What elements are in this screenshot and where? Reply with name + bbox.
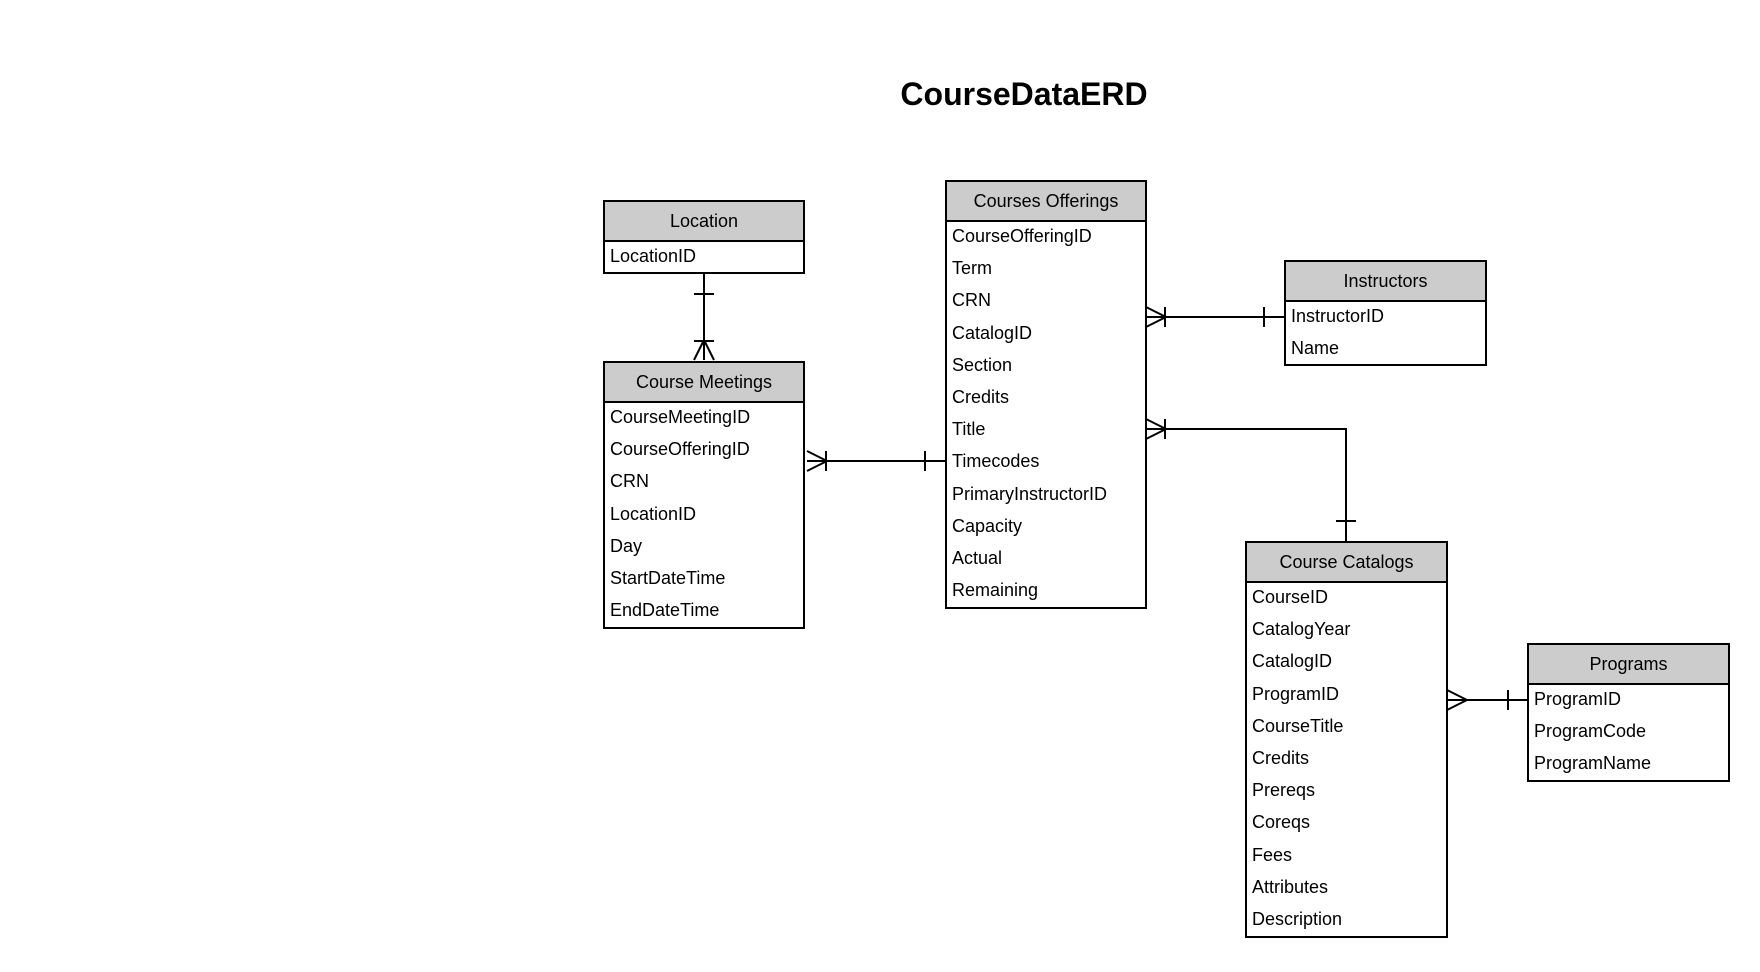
field-credits: Credits	[1252, 747, 1310, 768]
entity-course-meetings[interactable]: Course Meetings CourseMeetingID CourseOf…	[603, 361, 805, 629]
field-coreqs: Coreqs	[1252, 812, 1311, 833]
field-program-code: ProgramCode	[1534, 721, 1647, 742]
entity-header-course-catalogs: Course Catalogs	[1247, 543, 1446, 583]
field-location-id: LocationID	[610, 246, 697, 266]
entity-header-programs: Programs	[1529, 645, 1728, 685]
entity-header-instructors: Instructors	[1286, 262, 1485, 302]
rel-location-meetings	[693, 274, 715, 361]
field-location-id: LocationID	[610, 503, 697, 524]
field-program-id: ProgramID	[1252, 683, 1340, 704]
field-primary-instructor-id: PrimaryInstructorID	[952, 483, 1108, 504]
field-course-offering-id: CourseOfferingID	[610, 439, 750, 460]
entity-instructors[interactable]: Instructors InstructorID Name	[1284, 260, 1487, 366]
rel-meetings-offerings	[806, 450, 945, 472]
field-instructor-id: InstructorID	[1291, 306, 1385, 326]
entity-programs[interactable]: Programs ProgramID ProgramCode ProgramNa…	[1527, 643, 1730, 782]
field-timecodes: Timecodes	[952, 451, 1040, 472]
field-course-meeting-id: CourseMeetingID	[610, 407, 751, 427]
entity-location[interactable]: Location LocationID	[603, 200, 805, 274]
field-course-offering-id: CourseOfferingID	[952, 226, 1092, 246]
rel-offerings-instructors	[1145, 306, 1284, 328]
field-section: Section	[952, 354, 1013, 375]
entity-header-courses-offerings: Courses Offerings	[947, 182, 1145, 222]
field-capacity: Capacity	[952, 515, 1023, 536]
field-description: Description	[1252, 908, 1343, 929]
diagram-title: CourseDataERD	[900, 76, 1148, 112]
entity-courses-offerings[interactable]: Courses Offerings CourseOfferingID Term …	[945, 180, 1147, 609]
field-day: Day	[610, 535, 643, 556]
field-start-date-time: StartDateTime	[610, 567, 726, 588]
field-course-title: CourseTitle	[1252, 715, 1344, 736]
rel-catalogs-programs	[1446, 689, 1528, 711]
field-course-id: CourseID	[1252, 587, 1329, 607]
field-remaining: Remaining	[952, 580, 1039, 601]
field-term: Term	[952, 258, 992, 279]
rel-offerings-catalogs	[1145, 418, 1356, 543]
entity-header-course-meetings: Course Meetings	[605, 363, 803, 403]
field-end-date-time: EndDateTime	[610, 600, 720, 621]
field-title: Title	[952, 419, 986, 440]
entity-course-catalogs[interactable]: Course Catalogs CourseID CatalogYear Cat…	[1245, 541, 1448, 938]
entity-header-location: Location	[605, 202, 803, 242]
field-actual: Actual	[952, 547, 1003, 568]
field-catalog-id: CatalogID	[952, 322, 1033, 343]
field-crn: CRN	[952, 290, 991, 311]
field-fees: Fees	[1252, 844, 1293, 865]
field-program-name: ProgramName	[1534, 753, 1652, 774]
field-attributes: Attributes	[1252, 876, 1329, 897]
field-name: Name	[1291, 338, 1340, 359]
field-credits: Credits	[952, 386, 1010, 407]
field-crn: CRN	[610, 471, 649, 492]
field-program-id: ProgramID	[1534, 689, 1622, 709]
field-catalog-id: CatalogID	[1252, 651, 1333, 672]
field-catalog-year: CatalogYear	[1252, 619, 1351, 640]
field-prereqs: Prereqs	[1252, 780, 1316, 801]
